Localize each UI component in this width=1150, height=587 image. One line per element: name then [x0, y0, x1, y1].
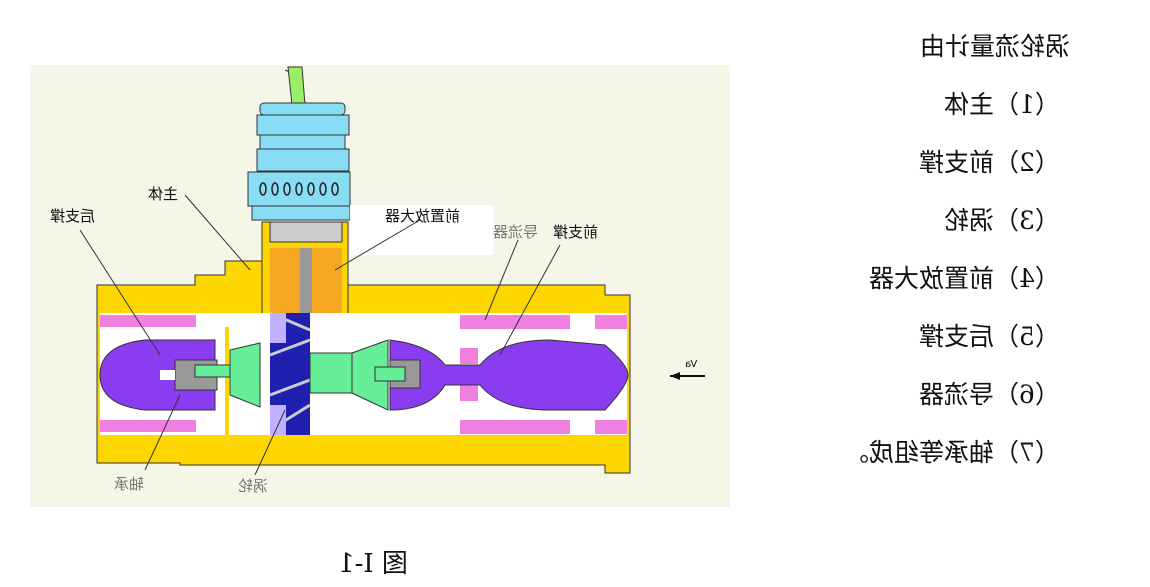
flowmeter-cross-section [79, 66, 705, 476]
connector-holes [259, 182, 339, 196]
coil-left [270, 248, 300, 323]
label-turbine: 涡轮 [238, 477, 269, 495]
component-item: （5）后支撑 [844, 308, 1060, 366]
coil-right [312, 248, 342, 323]
label-front-support: 前支撑 [553, 223, 599, 241]
label-rear-support: 后支撑 [50, 207, 96, 225]
figure-caption: 图 I-1 [338, 549, 408, 579]
label-bearing: 轴承 [114, 475, 145, 493]
leader-lines [79, 194, 561, 476]
rear-support [99, 339, 216, 411]
component-item-text: （2）前支撑 [919, 148, 1060, 177]
component-item-text: （1）主体 [944, 90, 1060, 119]
front-support [389, 339, 629, 411]
component-item: （7）轴承等组成。 [844, 424, 1060, 482]
label-flow-guide: 导流器 [493, 223, 539, 241]
label-body: 主体 [148, 185, 179, 203]
component-description: 涡轮流量计由 （1）主体 （2）前支撑 （3）涡轮 （4）前置放大器 （5）后支… [844, 18, 1070, 482]
connector [247, 102, 351, 221]
component-item-text: （7）轴承等组成。 [844, 438, 1060, 467]
component-item: （1）主体 [844, 76, 1060, 134]
pink-parts [100, 315, 627, 434]
component-item: （3）涡轮 [844, 192, 1060, 250]
turbine-flowmeter-diagram: 主体 后支撑 前置放大器 导流器 前支撑 轴承 涡轮 Va [30, 65, 730, 507]
description-title: 涡轮流量计由 [844, 18, 1070, 76]
component-item-text: （3）涡轮 [944, 206, 1060, 235]
label-preamplifier: 前置放大器 [385, 207, 461, 225]
rotor-hub [229, 342, 261, 408]
component-item-text: （4）前置放大器 [869, 264, 1060, 293]
component-item: （2）前支撑 [844, 134, 1060, 192]
cable [287, 66, 306, 106]
component-item: （6）导流器 [844, 366, 1060, 424]
component-item-text: （6）导流器 [919, 380, 1060, 409]
component-item: （4）前置放大器 [844, 250, 1060, 308]
component-item-text: （5）后支撑 [919, 322, 1060, 351]
label-flow-velocity: Va [685, 359, 698, 370]
description-title-text: 涡轮流量计由 [919, 32, 1070, 61]
